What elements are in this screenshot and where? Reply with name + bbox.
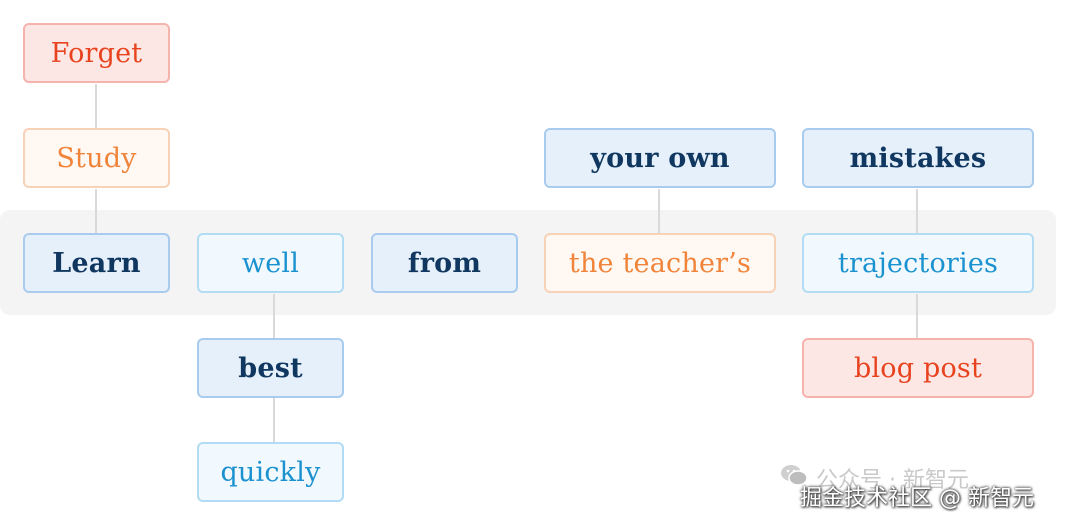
wechat-icon xyxy=(780,463,808,493)
token-study: Study xyxy=(23,128,170,188)
token-forget: Forget xyxy=(23,23,170,83)
token-blog-post: blog post xyxy=(802,338,1034,398)
token-well: well xyxy=(197,233,344,293)
token-quickly: quickly xyxy=(197,442,344,502)
token-best: best xyxy=(197,338,344,398)
connector-well-best xyxy=(273,294,275,338)
token-learn: Learn xyxy=(23,233,170,293)
connector-forget-study xyxy=(95,84,97,128)
watermark-community-text: 掘金技术社区 @ 新智元 xyxy=(800,486,1034,511)
token-trajectories: trajectories xyxy=(802,233,1034,293)
connector-study-learn xyxy=(95,189,97,233)
watermark: 公众号 · 新智元 掘金技术社区 @ 新智元 xyxy=(780,462,1070,522)
connector-best-quickly xyxy=(273,398,275,442)
token-mistakes: mistakes xyxy=(802,128,1034,188)
watermark-line1: 公众号 · 新智元 xyxy=(780,462,969,494)
token-the-teachers: the teacher’s xyxy=(544,233,776,293)
connector-trajectories-blogpost xyxy=(916,294,918,338)
connector-mistakes-trajectories xyxy=(916,189,918,233)
token-from: from xyxy=(371,233,518,293)
watermark-account-text: 公众号 · 新智元 xyxy=(816,468,969,493)
connector-yourown-teacher xyxy=(658,189,660,233)
token-your-own: your own xyxy=(544,128,776,188)
